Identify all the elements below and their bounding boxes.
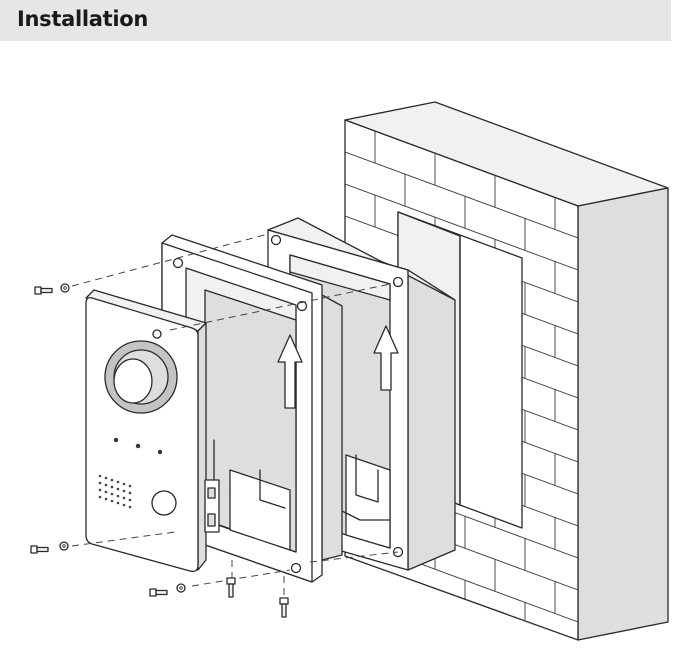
section-header: Installation	[0, 0, 671, 41]
section-title: Installation	[17, 7, 149, 31]
screw-icon	[30, 283, 289, 618]
speaker-grille-icon	[98, 474, 132, 509]
up-arrow-icon	[277, 334, 303, 409]
call-button-icon	[151, 490, 177, 516]
up-arrow-icon	[373, 325, 399, 391]
alignment-lines	[71, 233, 399, 598]
installation-diagram	[0, 41, 674, 666]
door-station-icon	[85, 289, 220, 573]
